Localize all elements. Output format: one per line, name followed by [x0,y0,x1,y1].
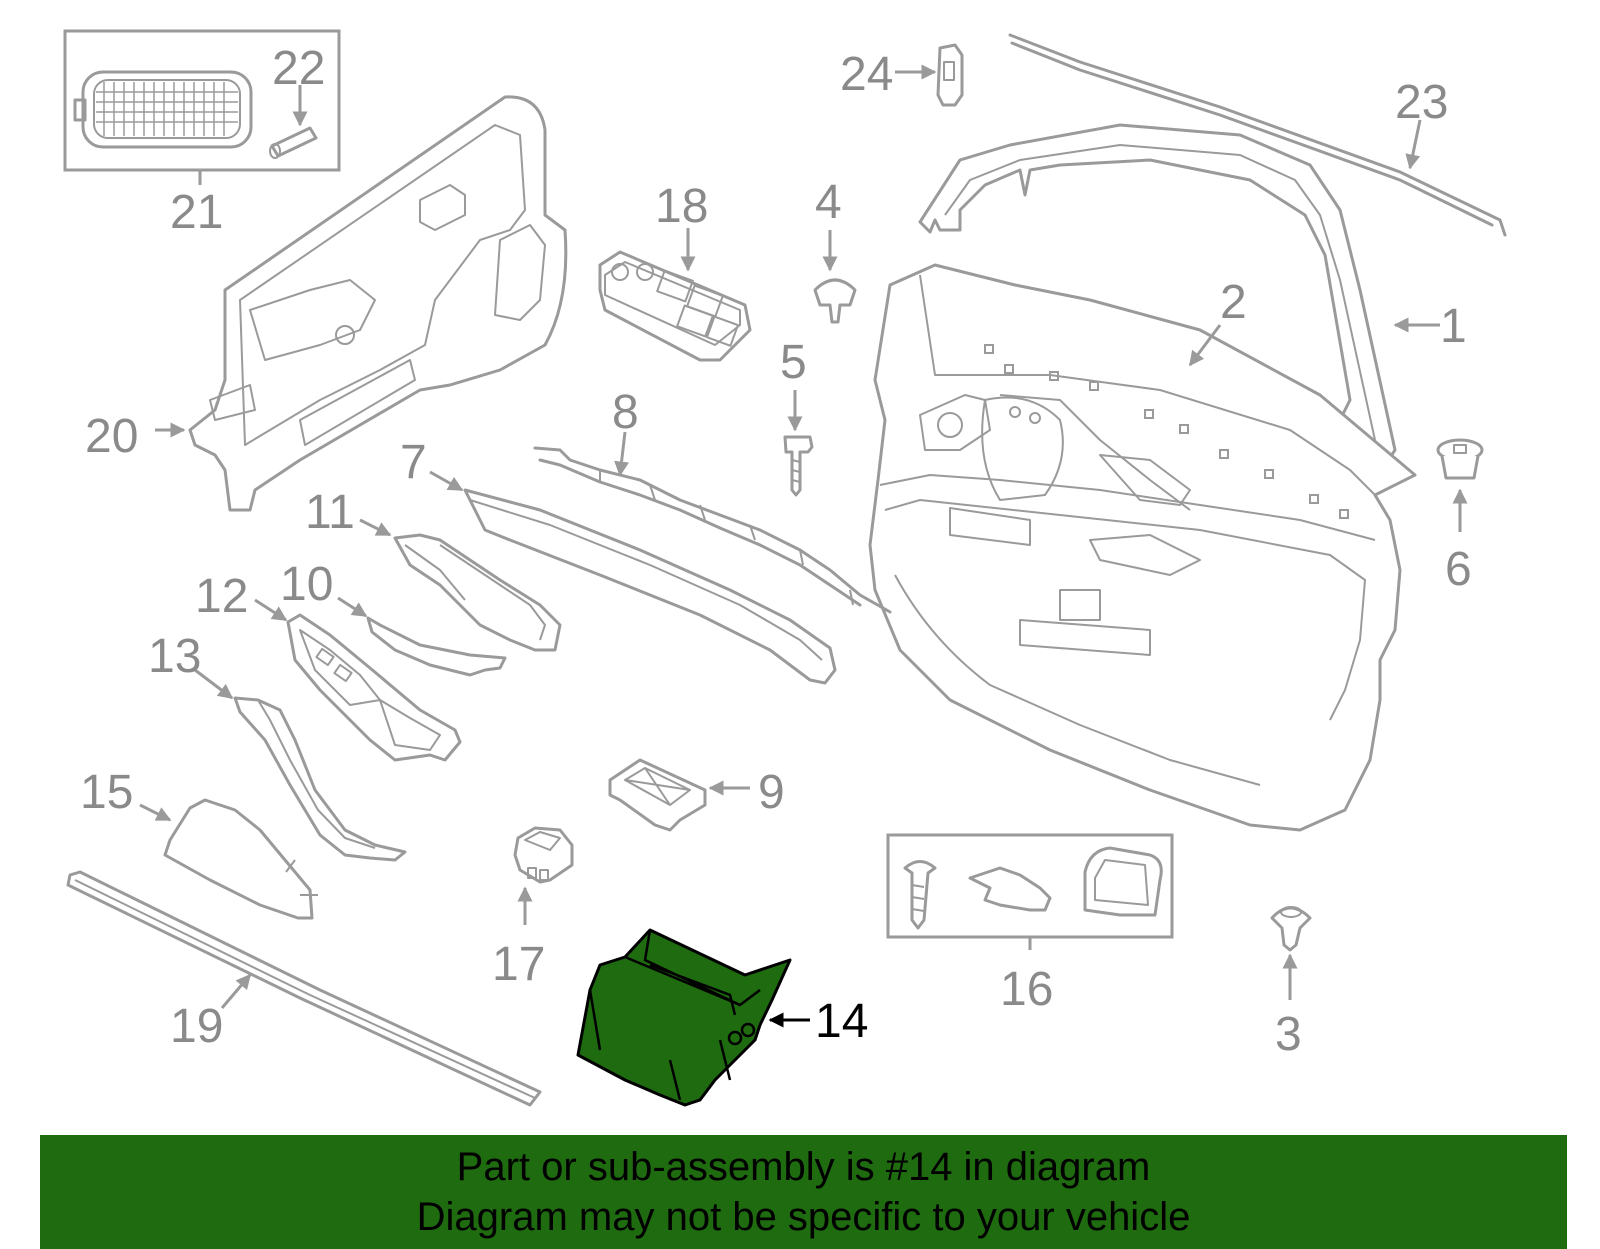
callout-20: 20 [85,410,138,463]
part-2-door-panel [868,263,1417,832]
callout-1: 1 [1440,300,1467,353]
part-20-carrier-panel [188,95,568,512]
part-6-plug [1436,438,1484,480]
part-1-frame-trim [918,123,1397,467]
part-3-clip [1270,906,1312,952]
part-8-bracket [533,446,892,614]
part-13-trim-strip [233,696,407,862]
part-12-switch-bezel [286,613,462,762]
part-7-armrest-trim [463,488,837,685]
callout-16: 16 [1000,963,1053,1016]
part-10-trim-strip [366,616,507,677]
part-16-box [886,833,1174,950]
callout-13: 13 [148,630,201,683]
callout-23: 23 [1395,76,1448,129]
callout-22: 22 [272,42,325,95]
part-23-weatherstrip [1008,33,1507,237]
part-18-window-switch [598,250,752,362]
banner-line-2: Diagram may not be specific to your vehi… [416,1195,1191,1239]
callout-3: 3 [1275,1008,1302,1061]
part-22-clip [269,126,318,159]
callout-19: 19 [170,1000,223,1053]
part-9-switch [608,758,707,832]
callout-8: 8 [612,386,639,439]
callout-5: 5 [780,336,807,389]
part-15-trim-panel [163,798,318,920]
callout-24: 24 [840,48,893,101]
callout-11: 11 [305,486,355,539]
callout-14: 14 [815,995,868,1048]
callout-4: 4 [815,176,842,229]
callout-7: 7 [400,436,427,489]
banner-line-1: Part or sub-assembly is #14 in diagram [456,1145,1151,1189]
part-24-clip [936,43,964,107]
part-19-belt-strip [66,870,542,1107]
part-4-clip [813,278,857,324]
callout-12: 12 [195,570,248,623]
callout-21: 21 [170,186,223,239]
callout-15: 15 [80,766,133,819]
info-banner: Part or sub-assembly is #14 in diagram D… [40,1135,1567,1249]
part-17-switch [513,826,574,884]
callout-2: 2 [1220,276,1247,329]
part-11-pull-handle [393,533,562,652]
callout-17: 17 [492,938,545,991]
part-21-box [63,29,341,185]
part-5-screw [783,435,814,497]
part-14-highlighted-bracket [576,928,792,1107]
callout-6: 6 [1445,543,1472,596]
callout-18: 18 [655,180,708,233]
callout-9: 9 [758,766,785,819]
callout-10: 10 [280,558,333,611]
